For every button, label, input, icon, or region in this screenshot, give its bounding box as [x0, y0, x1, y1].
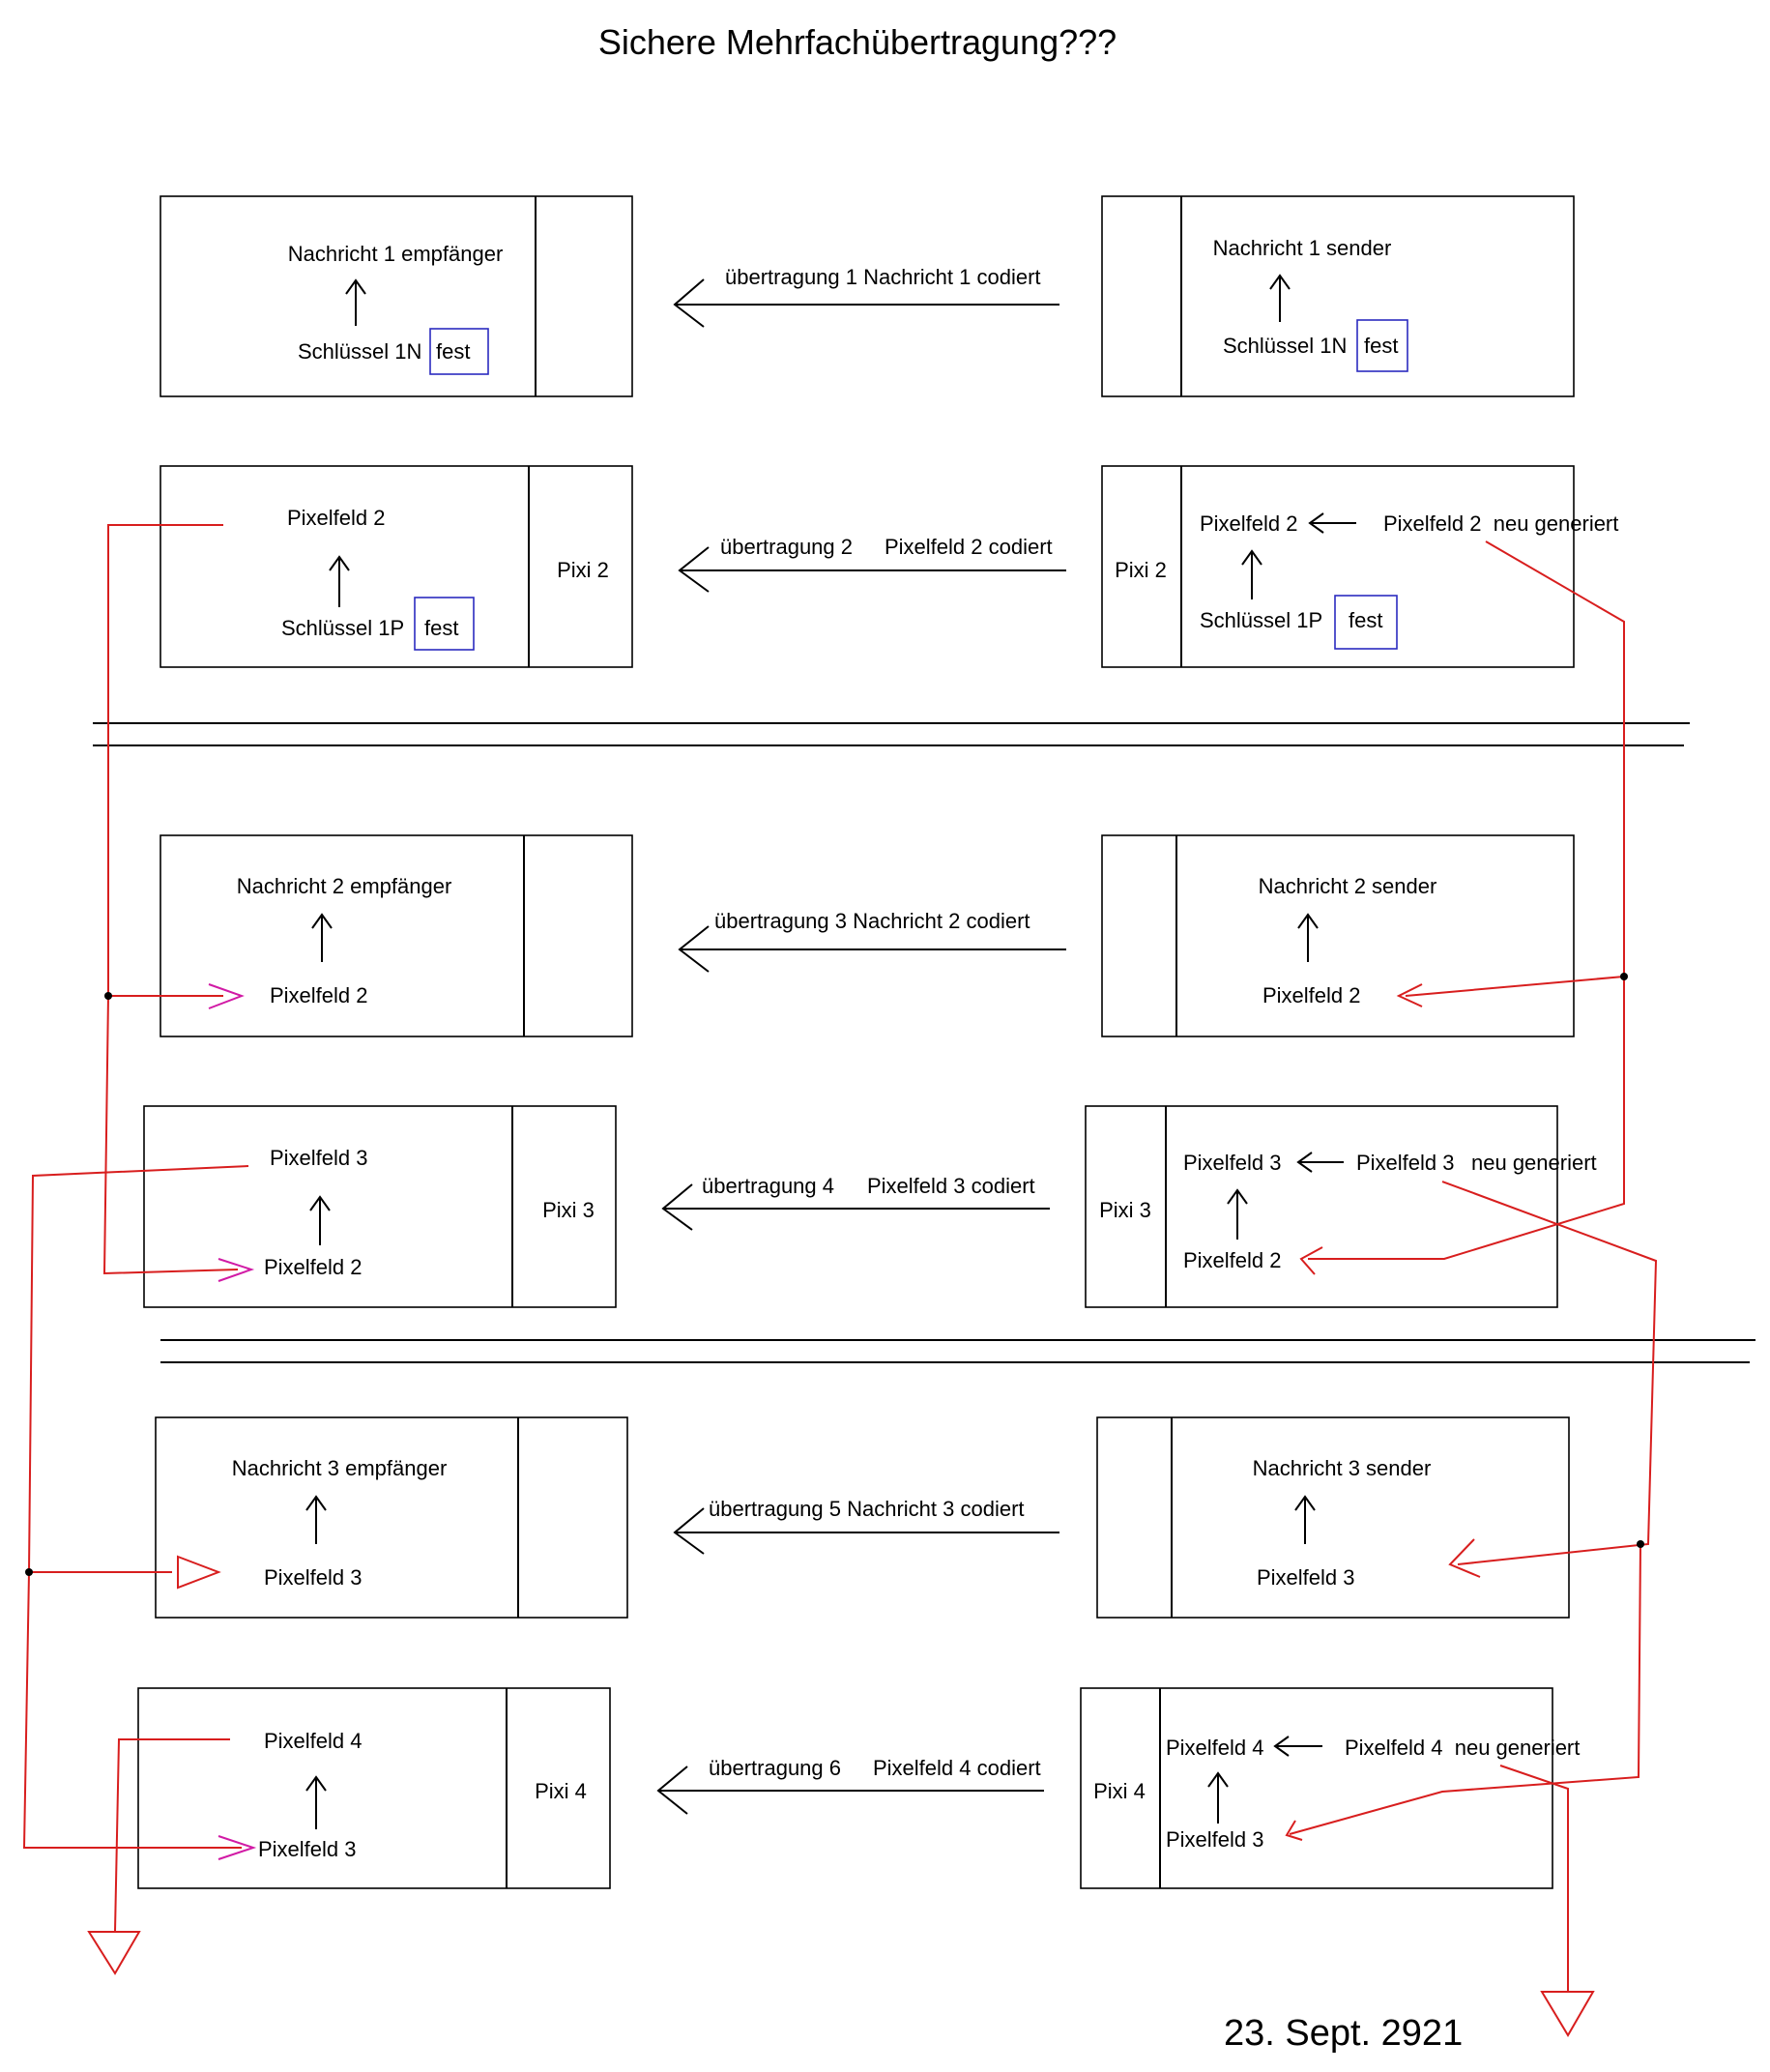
transfer-2: übertragung 2 Pixelfeld 2 codiert — [678, 535, 1066, 593]
receiver-5-title: Nachricht 3 empfänger — [232, 1456, 448, 1480]
receiver-4-input-label: Pixelfeld 2 — [264, 1255, 363, 1279]
left-arrow-icon — [1273, 1736, 1322, 1757]
up-arrow-icon — [309, 1195, 331, 1245]
transfer-3-label: übertragung 3 Nachricht 2 codiert — [714, 909, 1030, 933]
transfer-6: übertragung 6 Pixelfeld 4 codiert — [656, 1756, 1044, 1815]
diagram-title: Sichere Mehrfachübertragung??? — [598, 22, 1117, 62]
up-arrow-icon — [1241, 549, 1262, 599]
sender-6-title: Pixelfeld 4 — [1166, 1736, 1264, 1760]
section-separator-1 — [93, 722, 1690, 746]
sender-box-6: Pixi 4 Pixelfeld 4 Pixelfeld 4 neu gener… — [1080, 1687, 1580, 1889]
sender-4-generated-label: Pixelfeld 3 — [1356, 1151, 1455, 1175]
transfer-6-content: Pixelfeld 4 codiert — [873, 1756, 1041, 1780]
sender-6-side-label: Pixi 4 — [1093, 1779, 1146, 1803]
receiver-1-key-value: fest — [436, 339, 470, 364]
receiver-box-2: Pixelfeld 2 Schlüssel 1P fest Pixi 2 — [160, 465, 633, 668]
sender-2-key-value: fest — [1349, 608, 1382, 632]
section-separator-2 — [160, 1339, 1755, 1363]
sender-4-title: Pixelfeld 3 — [1183, 1151, 1282, 1175]
sender-1-key-label: Schlüssel 1N — [1223, 334, 1347, 358]
receiver-6-input-label: Pixelfeld 3 — [258, 1837, 357, 1861]
sender-2-key-label: Schlüssel 1P — [1200, 608, 1322, 632]
sender-2-side-label: Pixi 2 — [1115, 558, 1167, 582]
sender-4-side-label: Pixi 3 — [1099, 1198, 1151, 1222]
sender-1-key-value: fest — [1364, 334, 1398, 358]
up-arrow-icon — [1227, 1188, 1248, 1240]
transfer-4-content: Pixelfeld 3 codiert — [867, 1174, 1035, 1198]
receiver-6-side-label: Pixi 4 — [535, 1779, 587, 1803]
sender-4-generated-note: neu generiert — [1471, 1151, 1597, 1175]
transfer-5: übertragung 5 Nachricht 3 codiert — [673, 1497, 1059, 1555]
sender-6-input-label: Pixelfeld 3 — [1166, 1827, 1264, 1852]
transfer-4-label: übertragung 4 — [702, 1174, 834, 1198]
receiver-flow-lines — [22, 524, 257, 1975]
up-arrow-icon — [305, 1775, 327, 1829]
receiver-2-title: Pixelfeld 2 — [287, 506, 386, 530]
up-arrow-icon — [1297, 913, 1319, 962]
sender-box-5: Nachricht 3 sender Pixelfeld 3 — [1096, 1416, 1570, 1619]
transfer-6-label: übertragung 6 — [709, 1756, 841, 1780]
receiver-5-input-label: Pixelfeld 3 — [264, 1565, 363, 1590]
transfer-1-label: übertragung 1 Nachricht 1 codiert — [725, 265, 1041, 289]
sender-box-4: Pixi 3 Pixelfeld 3 Pixelfeld 3 neu gener… — [1085, 1105, 1597, 1308]
sender-3-input-label: Pixelfeld 2 — [1262, 983, 1361, 1007]
receiver-4-side-label: Pixi 3 — [542, 1198, 595, 1222]
receiver-3-title: Nachricht 2 empfänger — [237, 874, 452, 898]
receiver-4-title: Pixelfeld 3 — [270, 1146, 368, 1170]
receiver-2-key-value: fest — [424, 616, 458, 640]
receiver-1-key-label: Schlüssel 1N — [298, 339, 421, 364]
receiver-3-input-label: Pixelfeld 2 — [270, 983, 368, 1007]
receiver-box-1: Nachricht 1 empfänger Schlüssel 1N fest — [160, 195, 633, 397]
receiver-box-4: Pixelfeld 3 Pixelfeld 2 Pixi 3 — [143, 1105, 617, 1308]
receiver-6-title: Pixelfeld 4 — [264, 1729, 363, 1753]
transfer-4: übertragung 4 Pixelfeld 3 codiert — [661, 1174, 1050, 1231]
up-arrow-icon — [1294, 1495, 1316, 1544]
receiver-2-key-label: Schlüssel 1P — [281, 616, 404, 640]
transfer-2-content: Pixelfeld 2 codiert — [885, 535, 1053, 559]
up-arrow-icon — [1207, 1771, 1229, 1824]
up-arrow-icon — [305, 1495, 327, 1544]
up-arrow-icon — [311, 913, 333, 962]
up-arrow-icon — [329, 555, 350, 607]
sender-2-title: Pixelfeld 2 — [1200, 511, 1298, 536]
sender-box-2: Pixi 2 Pixelfeld 2 Pixelfeld 2 neu gener… — [1101, 465, 1618, 668]
up-arrow-icon — [1269, 274, 1291, 322]
sender-flow-lines — [1285, 540, 1658, 2037]
sender-2-generated-label: Pixelfeld 2 neu generiert — [1383, 511, 1618, 536]
receiver-2-side-label: Pixi 2 — [557, 558, 609, 582]
sender-5-title: Nachricht 3 sender — [1253, 1456, 1432, 1480]
sender-4-input-label: Pixelfeld 2 — [1183, 1248, 1282, 1272]
sender-3-title: Nachricht 2 sender — [1259, 874, 1437, 898]
sender-box-1: Nachricht 1 sender Schlüssel 1N fest — [1101, 195, 1575, 397]
transfer-1: übertragung 1 Nachricht 1 codiert — [673, 265, 1059, 328]
transfer-2-label: übertragung 2 — [720, 535, 853, 559]
receiver-box-3: Nachricht 2 empfänger Pixelfeld 2 — [160, 834, 633, 1037]
sender-1-title: Nachricht 1 sender — [1213, 236, 1392, 260]
sender-box-3: Nachricht 2 sender Pixelfeld 2 — [1101, 834, 1575, 1037]
up-arrow-icon — [345, 278, 366, 326]
transfer-5-label: übertragung 5 Nachricht 3 codiert — [709, 1497, 1025, 1521]
sender-6-generated-label: Pixelfeld 4 neu generiert — [1345, 1736, 1580, 1760]
receiver-box-5: Nachricht 3 empfänger Pixelfeld 3 — [155, 1416, 628, 1619]
transfer-3: übertragung 3 Nachricht 2 codiert — [678, 909, 1066, 973]
left-arrow-icon — [1308, 512, 1356, 534]
sender-5-input-label: Pixelfeld 3 — [1257, 1565, 1355, 1590]
receiver-box-6: Pixelfeld 4 Pixelfeld 3 Pixi 4 — [137, 1687, 611, 1889]
left-arrow-icon — [1296, 1152, 1344, 1173]
diagram-date: 23. Sept. 2921 — [1224, 2013, 1463, 2054]
receiver-1-title: Nachricht 1 empfänger — [288, 242, 504, 266]
